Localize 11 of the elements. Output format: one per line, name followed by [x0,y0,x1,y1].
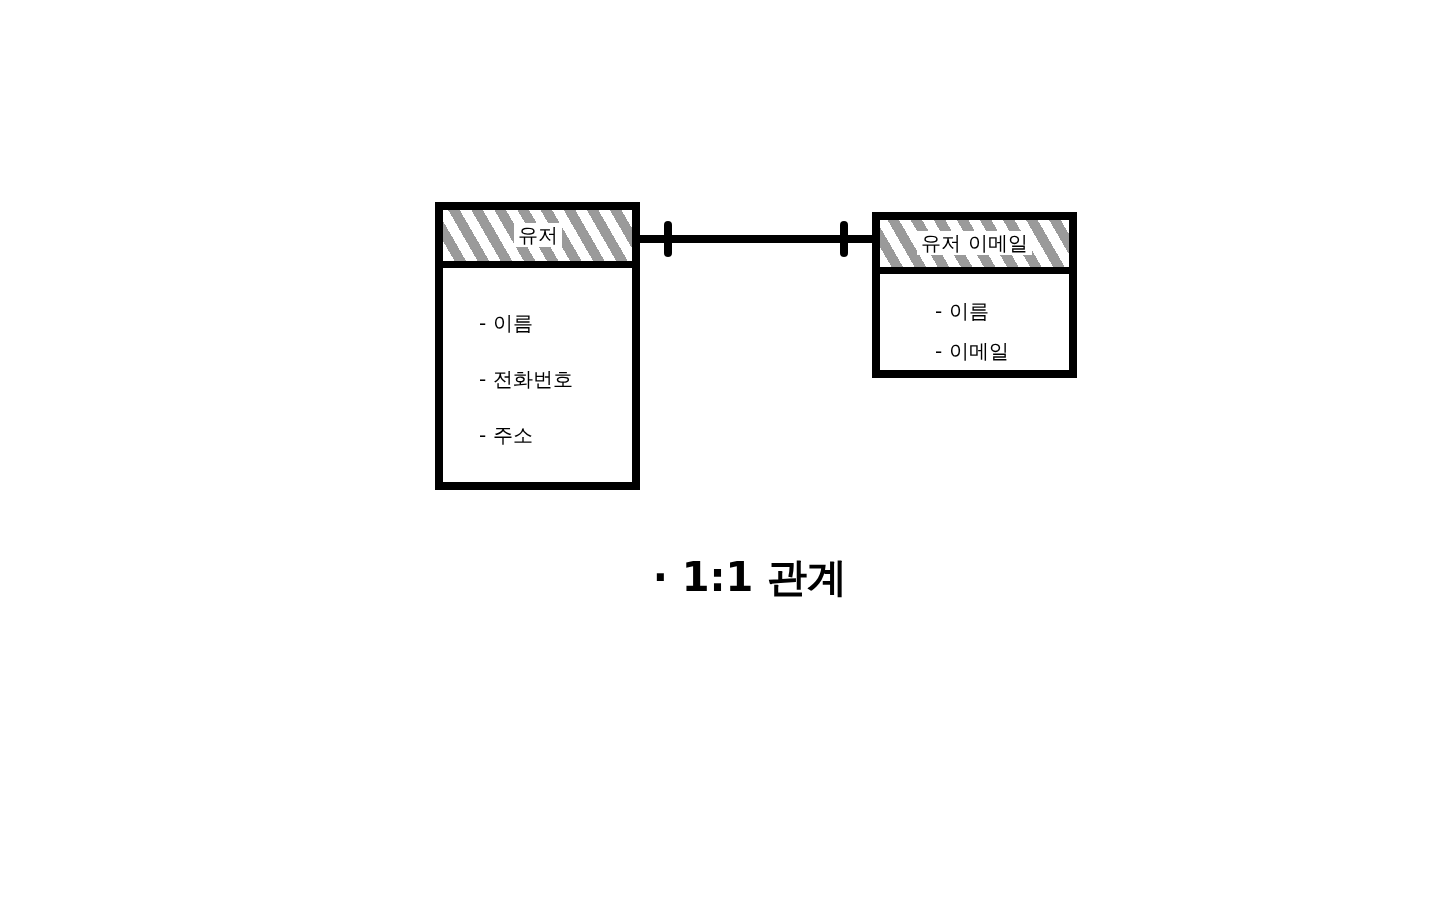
relationship-line [640,221,872,257]
entity-name: 유저 [513,223,562,247]
entity-box [435,202,640,490]
attribute-text: - 이메일 [935,338,1009,365]
caption: · 1:1 관계 [651,553,849,602]
entity-box [872,212,1077,378]
attribute-text: - 전화번호 [479,366,573,393]
entity-name: 유저 이메일 [917,231,1032,255]
attribute-text: - 이름 [479,310,533,337]
attribute-text: - 주소 [479,422,533,449]
attribute-text: - 이름 [935,298,989,325]
